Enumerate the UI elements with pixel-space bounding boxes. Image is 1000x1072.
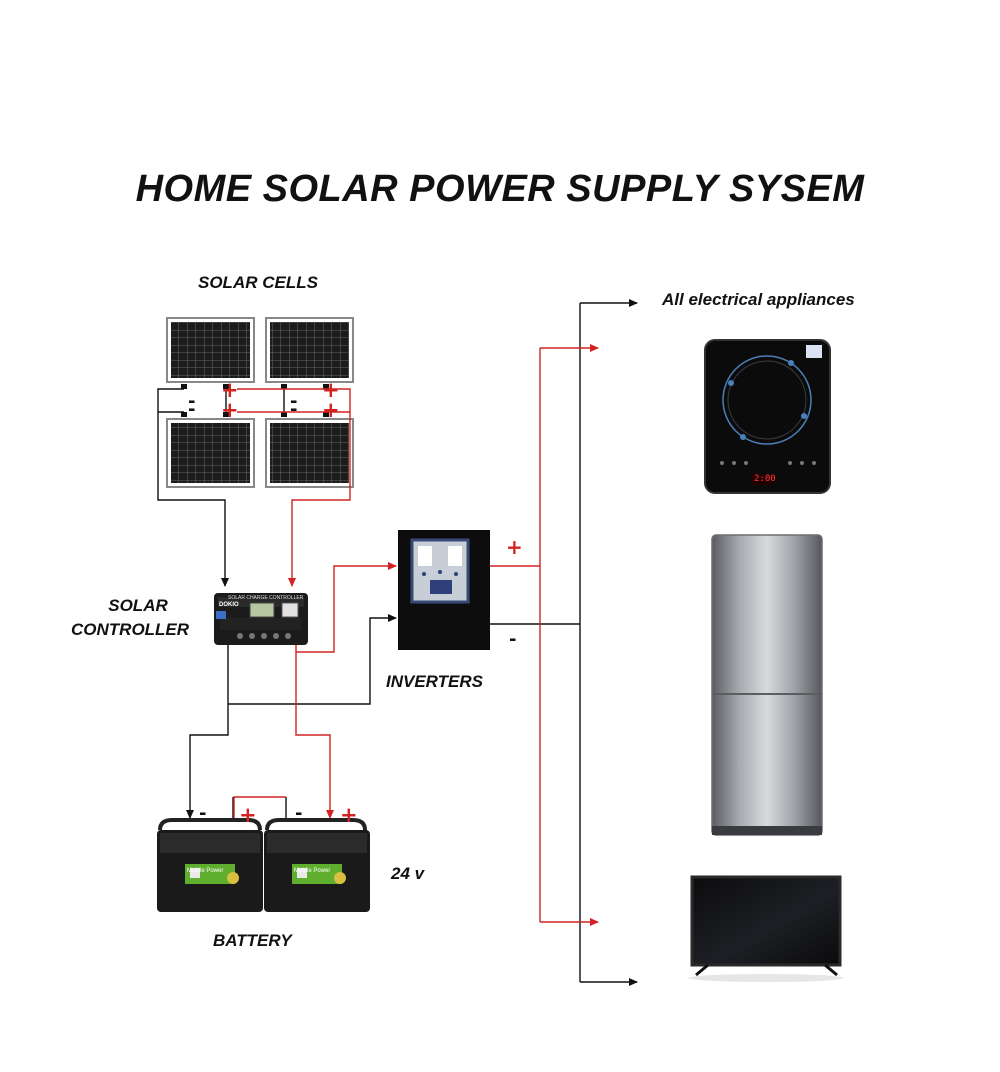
refrigerator-icon	[711, 534, 823, 836]
solar-panel-icon	[166, 317, 255, 383]
charge-controller-icon	[214, 593, 308, 645]
solar-panel-icon	[265, 317, 354, 383]
battery-positive-sign: +	[340, 803, 358, 827]
panel-positive-sign: +	[322, 398, 340, 422]
solar-panel-icon	[265, 418, 354, 488]
solar-cells-label: SOLAR CELLS	[198, 273, 318, 292]
solar-controller-label-line2: CONTROLLER	[71, 620, 190, 639]
solar-controller-label-line1: SOLAR	[108, 596, 168, 615]
panel-negative-sign: -	[290, 399, 298, 420]
diagram-title: HOME SOLAR POWER SUPPLY SYSEM	[135, 168, 865, 210]
panel-negative-sign: -	[188, 391, 196, 412]
battery-negative-sign: -	[199, 803, 207, 824]
panel-negative-sign: -	[188, 399, 196, 420]
appliances-label: All electrical appliances	[662, 290, 855, 309]
panel-positive-sign: +	[322, 378, 340, 402]
battery-1-label-text: Mobile Power	[187, 868, 224, 874]
controller-brand-text: DOKIO	[219, 602, 239, 608]
panel-positive-sign: +	[221, 398, 239, 422]
inverter-positive-sign: +	[506, 535, 523, 559]
panel-negative-sign: -	[290, 391, 298, 412]
battery-2-label-text: Mobile Power	[294, 868, 331, 874]
voltage-label: 24 v	[391, 864, 425, 883]
battery-icon	[157, 818, 263, 912]
battery-icon	[264, 818, 370, 912]
panel-positive-sign: +	[221, 378, 239, 402]
cooktop-time-display: 2:00	[754, 474, 776, 484]
battery-positive-sign: +	[239, 803, 257, 827]
television-icon	[688, 875, 844, 982]
inverter-negative-sign: -	[509, 629, 517, 650]
controller-panel-text: SOLAR CHARGE CONTROLLER	[228, 595, 304, 601]
battery-label: BATTERY	[213, 931, 292, 950]
inverters-label: INVERTERS	[386, 672, 483, 691]
solar-panel-icon	[166, 418, 255, 488]
inverter-icon	[398, 530, 490, 650]
induction-cooktop-icon	[704, 339, 831, 494]
battery-negative-sign: -	[295, 803, 303, 824]
